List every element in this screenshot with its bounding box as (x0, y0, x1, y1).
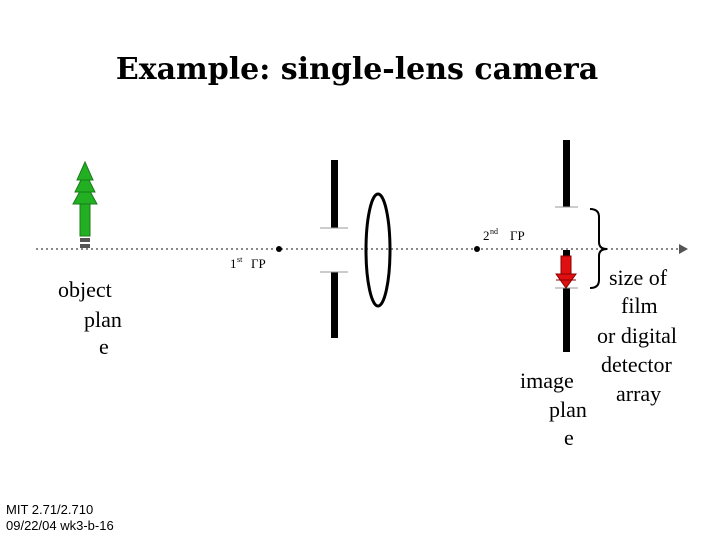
course-id: MIT 2.71/2.710 (6, 502, 94, 517)
first-focal-point-label: 1 st ΓP (230, 255, 266, 271)
detector-size-brace (589, 208, 608, 289)
lecture-date-id: 09/22/04 wk3-b-16 (6, 518, 114, 533)
svg-text:e: e (99, 334, 109, 359)
image-arrow (555, 255, 577, 289)
svg-text:plan: plan (84, 307, 122, 332)
svg-text:or digital: or digital (597, 323, 677, 348)
svg-text:array: array (616, 381, 661, 406)
svg-text:1: 1 (230, 256, 237, 271)
svg-text:object: object (58, 277, 112, 302)
svg-text:film: film (621, 293, 658, 318)
svg-text:size of: size of (609, 265, 668, 290)
svg-text:ΓP: ΓP (510, 228, 525, 243)
svg-text:image: image (520, 368, 574, 393)
object-plane-label: object plan e (58, 277, 122, 359)
svg-text:2: 2 (483, 228, 490, 243)
image-plane-label: image plan e (520, 368, 587, 450)
object-arrow (72, 160, 98, 248)
svg-text:detector: detector (601, 352, 673, 377)
slide-footer: MIT 2.71/2.710 09/22/04 wk3-b-16 (6, 502, 114, 534)
aperture-stop (320, 160, 348, 338)
first-focal-point (276, 246, 282, 252)
second-focal-point (474, 246, 480, 252)
svg-text:nd: nd (490, 227, 498, 236)
svg-text:plan: plan (549, 397, 587, 422)
svg-text:st: st (237, 255, 243, 264)
svg-text:ΓP: ΓP (251, 256, 266, 271)
detector-size-label: size of film or digital detector array (597, 265, 677, 406)
optical-axis (36, 244, 688, 254)
svg-text:e: e (564, 425, 574, 450)
lens (364, 192, 392, 308)
slide-title: Example: single-lens camera (115, 52, 599, 87)
second-focal-point-label: 2 nd ΓP (483, 227, 525, 243)
image-plane-detector (555, 140, 578, 352)
